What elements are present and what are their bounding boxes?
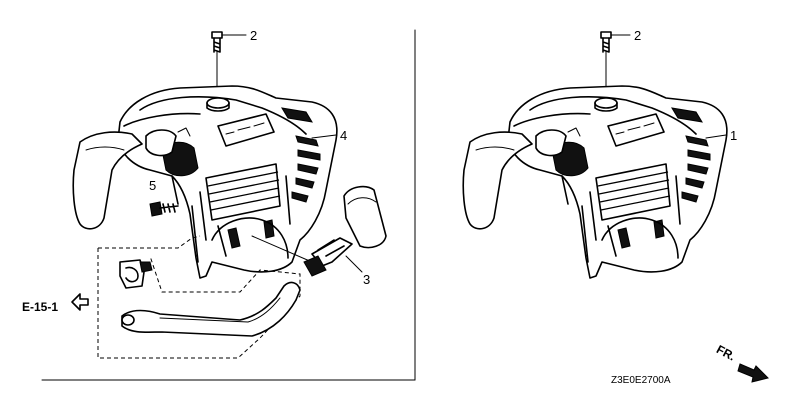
front-indicator: FR. — [714, 342, 769, 383]
top-cover-assembly-left: 2 — [22, 28, 387, 359]
callout-cover-left: 4 — [340, 128, 347, 143]
diagram-code: Z3E0E2700A — [611, 375, 671, 386]
detail-boundary — [97, 235, 301, 359]
clip[interactable] — [119, 259, 153, 289]
callout-screw: 5 — [149, 178, 156, 193]
bolt-right[interactable] — [600, 31, 631, 95]
top-cover-assembly-right: 2 — [462, 28, 737, 279]
callout-cover-right: 1 — [730, 128, 737, 143]
cover-left[interactable] — [72, 85, 338, 279]
bold-diagonal-arrow-icon — [737, 363, 769, 383]
bolt-left[interactable] — [211, 31, 247, 93]
grip[interactable] — [303, 185, 387, 277]
panel-frame — [41, 29, 416, 381]
hollow-left-arrow-icon — [71, 293, 89, 311]
screw[interactable] — [149, 201, 179, 217]
cover-right[interactable] — [462, 85, 728, 279]
hose[interactable] — [121, 281, 301, 337]
callout-bolt-left: 2 — [250, 28, 257, 43]
callout-bolt-right: 2 — [634, 28, 641, 43]
front-mark: FR. — [714, 342, 738, 363]
callout-grip: 3 — [363, 272, 370, 287]
reference-label: E-15-1 — [22, 300, 58, 314]
